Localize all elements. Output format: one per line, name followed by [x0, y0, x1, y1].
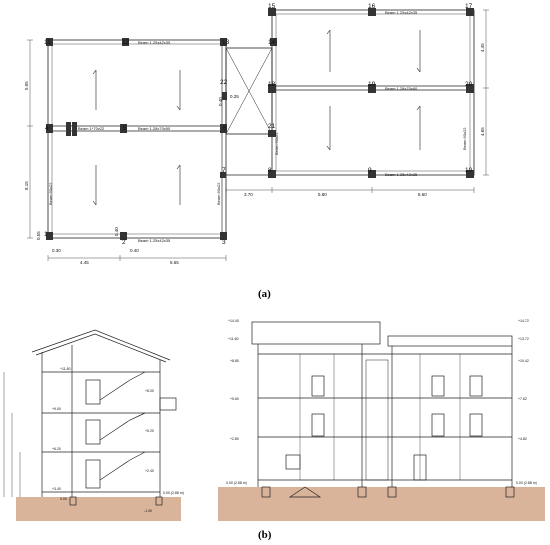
- level-label: -1.00: [144, 509, 152, 513]
- dim-label: 4.45: [80, 260, 89, 265]
- section-right: +14.40 +11.60 +8.80 +5.60 +2.80 0.00 (2.…: [218, 319, 545, 521]
- dim-label: 4.65: [480, 127, 485, 136]
- level-label: +2.80: [230, 437, 239, 441]
- caption-a: (a): [258, 288, 271, 300]
- level-label: +8.80: [230, 359, 239, 363]
- beam-label: Beam 1.25x42x35: [138, 40, 171, 45]
- dim-label: 5.60: [418, 192, 427, 197]
- dim-label: 0.30: [52, 248, 61, 253]
- dim-label: 0.40: [114, 227, 119, 236]
- level-label: +4.82: [518, 437, 527, 441]
- node-label: 17: [465, 3, 473, 10]
- floor-plan: [27, 9, 489, 261]
- caption-b: (b): [258, 529, 272, 541]
- level-label: 0.00 (2.88 m): [226, 481, 247, 485]
- beam-label: Beam 1.25x42x35: [138, 238, 171, 243]
- node-label: 2: [122, 239, 126, 246]
- node-label: 20: [465, 81, 473, 88]
- node-label: 19: [368, 81, 376, 88]
- stair-level-label: +8.00: [145, 389, 154, 393]
- plan-dimension-labels: 5.05 8.15 0.55 4.45 4.65 4.45 5.65 3.70 …: [24, 43, 485, 265]
- node-label: 18: [268, 81, 276, 88]
- node-label: 13: [222, 39, 230, 46]
- node-label: 16: [368, 3, 376, 10]
- beam-label: Beam 60x22: [274, 132, 279, 155]
- dim-label: 8.15: [24, 181, 29, 190]
- node-label: 11: [44, 39, 51, 46]
- beam-label: Beam 60x22: [48, 182, 53, 205]
- level-label: +14.72: [518, 319, 529, 323]
- node-label: 22: [220, 79, 228, 86]
- node-label: 14: [268, 39, 276, 46]
- node-label: 1: [44, 231, 48, 238]
- dim-label: 0.55: [36, 231, 41, 240]
- node-label: 9: [368, 167, 372, 174]
- node-label: 15: [268, 3, 276, 10]
- node-label: 5: [123, 125, 127, 132]
- level-label: +7.62: [518, 397, 527, 401]
- plan-columns: [46, 8, 474, 240]
- level-label: +5.60: [230, 397, 239, 401]
- plan-node-labels: 1 2 3 4 5 6 7 8 9 10 11 12 13 14 15 16 1…: [44, 3, 473, 246]
- beam-label: Beam 60x22: [462, 127, 467, 150]
- node-label: 12: [122, 39, 130, 46]
- beam-label: Beam 1.25x42x35: [385, 10, 418, 15]
- level-label: +14.40: [228, 319, 239, 323]
- dim-label: 5.05: [24, 81, 29, 90]
- node-label: 10: [465, 167, 473, 174]
- level-label: +13.72: [518, 337, 529, 341]
- level-label: +9.00: [52, 407, 61, 411]
- dim-label: 0.40: [218, 97, 223, 106]
- level-label: +10.42: [518, 359, 529, 363]
- node-label: 21: [268, 123, 276, 130]
- beam-label: Beam 1*70x22: [78, 126, 105, 131]
- dim-label: 0.25: [230, 94, 239, 99]
- beam-label: Beam 60x22: [216, 182, 221, 205]
- dim-label: 3.70: [244, 192, 253, 197]
- level-label: 0.00 (2.88 m): [516, 481, 537, 485]
- stair-level-label: +2.40: [145, 469, 154, 473]
- beam-label: Beam 1.28x70x50: [138, 126, 171, 131]
- node-label: 8: [268, 167, 272, 174]
- dim-label: 5.80: [318, 192, 327, 197]
- node-label: 3: [222, 239, 226, 246]
- level-label: +11.80: [60, 367, 71, 371]
- section-left: +11.80 +9.00 +6.20 +3.40 0.00 -1.00 +8.0…: [3, 329, 184, 521]
- beam-label: Beam 1.28x70x60: [385, 86, 418, 91]
- stair-level-label: +5.20: [145, 429, 154, 433]
- plan-beam-labels: Beam 1.25x42x35 Beam 1.28x70x50 Beam 1*7…: [48, 10, 467, 243]
- beam-label: Beam 1.25x42x35: [385, 172, 418, 177]
- ground-label: 0.00 (2.88 m): [163, 491, 184, 495]
- level-label: 0.00: [60, 497, 67, 501]
- level-label: +6.20: [52, 447, 61, 451]
- dim-label: 0.40: [130, 248, 139, 253]
- level-label: +3.40: [52, 487, 61, 491]
- dim-label: 5.65: [170, 260, 179, 265]
- level-label: +11.60: [228, 337, 239, 341]
- node-label: 4: [45, 125, 49, 132]
- node-label: 6: [223, 125, 227, 132]
- node-label: 7: [222, 167, 226, 174]
- dim-label: 4.45: [480, 43, 485, 52]
